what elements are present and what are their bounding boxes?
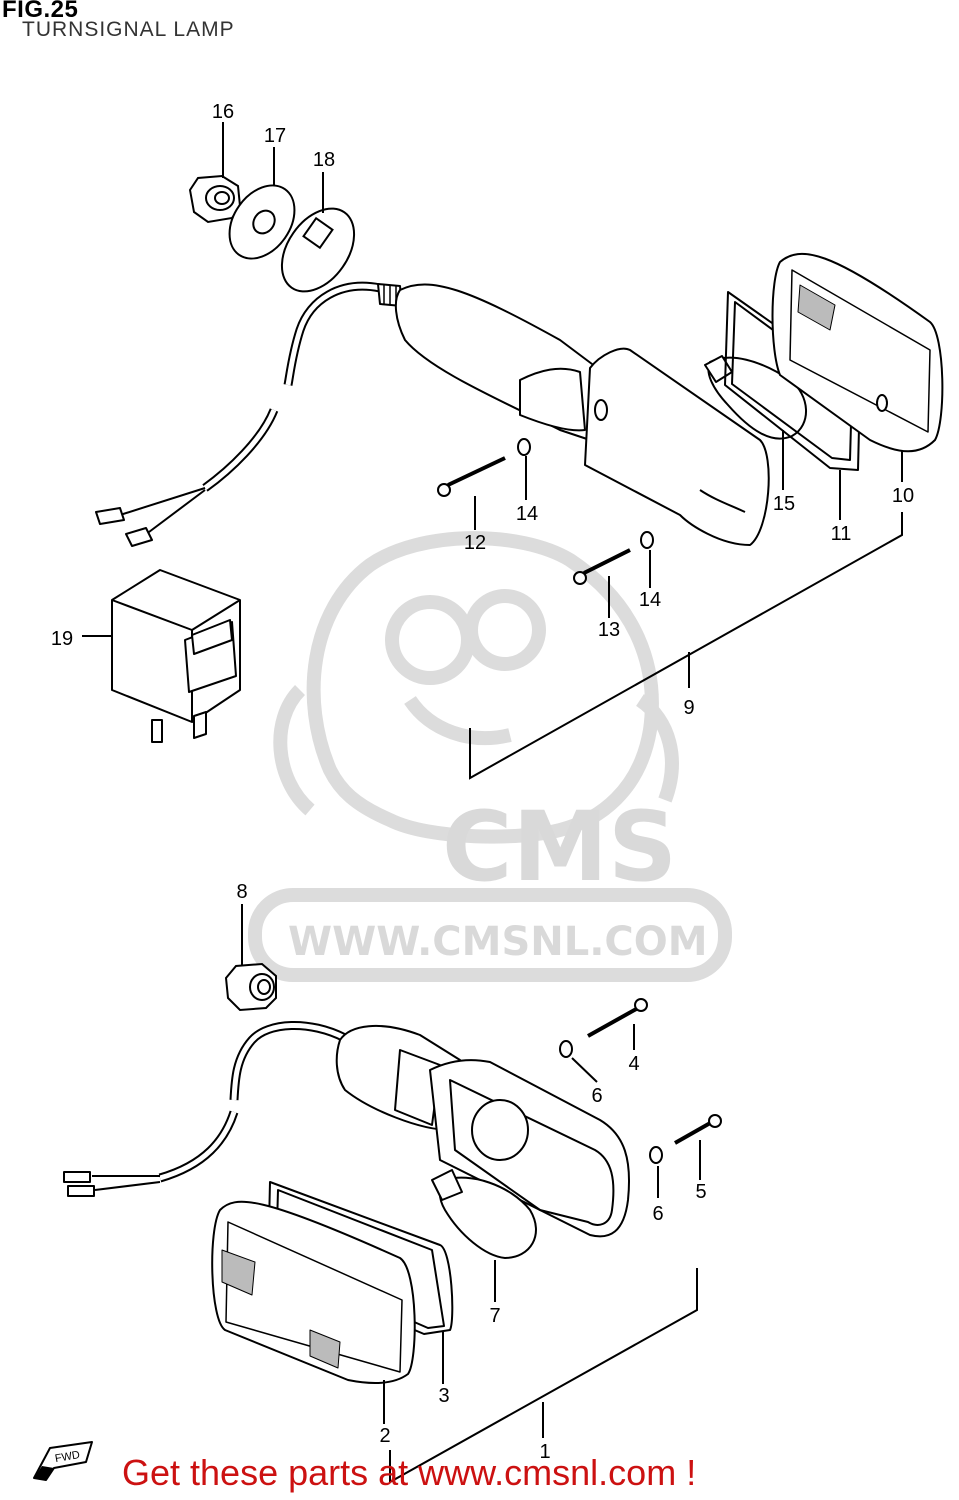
callout-15: 15: [773, 493, 795, 515]
part-16-nut: [188, 174, 242, 224]
callout-19: 19: [51, 628, 73, 650]
fwd-label: FWD: [54, 1449, 81, 1465]
part-1-rear-turnsignal-assembly: [63, 1020, 631, 1385]
figure-number: FIG.25: [2, 0, 79, 23]
part-18-rubber-washer: [280, 207, 356, 293]
callout-7: 7: [489, 1305, 500, 1327]
part-6-nut-upper: [559, 1040, 573, 1058]
watermark-brand: CMS: [442, 791, 677, 903]
callout-10: 10: [892, 485, 914, 507]
callout-2: 2: [379, 1425, 390, 1447]
part-17-washer: [228, 184, 296, 260]
part-13-screw: [573, 548, 631, 585]
part-14-nut-upper: [517, 438, 531, 456]
callout-14-upper: 14: [516, 503, 538, 525]
part-6-nut-lower: [649, 1146, 663, 1164]
callout-16: 16: [212, 101, 234, 123]
callout-17: 17: [264, 125, 286, 147]
part-14-nut-lower: [640, 531, 654, 549]
callout-labels: 1 2 3 4 5 6 6 7 8 9 10 11 12 13 14 14 15…: [51, 101, 914, 1463]
callout-6-upper: 6: [591, 1085, 602, 1107]
part-5-screw: [674, 1114, 722, 1145]
callout-6-lower: 6: [652, 1203, 663, 1225]
callout-13: 13: [598, 619, 620, 641]
callout-8: 8: [236, 881, 247, 903]
fwd-arrow-icon: FWD: [33, 1441, 93, 1481]
cms-watermark: [248, 531, 732, 982]
part-4-screw: [587, 998, 648, 1038]
part-9-front-turnsignal-assembly: [95, 252, 944, 547]
callout-14-lower: 14: [639, 589, 661, 611]
callout-11: 11: [831, 523, 852, 545]
figure-title: TURNSIGNAL LAMP: [22, 18, 235, 41]
callout-4: 4: [628, 1053, 639, 1075]
callout-1: 1: [539, 1441, 550, 1463]
callout-18: 18: [313, 149, 335, 171]
part-8-nut: [224, 962, 277, 1012]
part-19-flasher-relay: [111, 569, 241, 743]
callout-12: 12: [464, 532, 486, 554]
leader-lines: [82, 122, 903, 1484]
get-parts-link[interactable]: Get these parts at www.cmsnl.com !: [122, 1452, 697, 1493]
part-12-screw: [437, 456, 506, 497]
watermark-url: WWW.CMSNL.COM: [288, 919, 708, 965]
callout-3: 3: [438, 1385, 449, 1407]
callout-5: 5: [695, 1181, 706, 1203]
callout-9: 9: [683, 697, 694, 719]
